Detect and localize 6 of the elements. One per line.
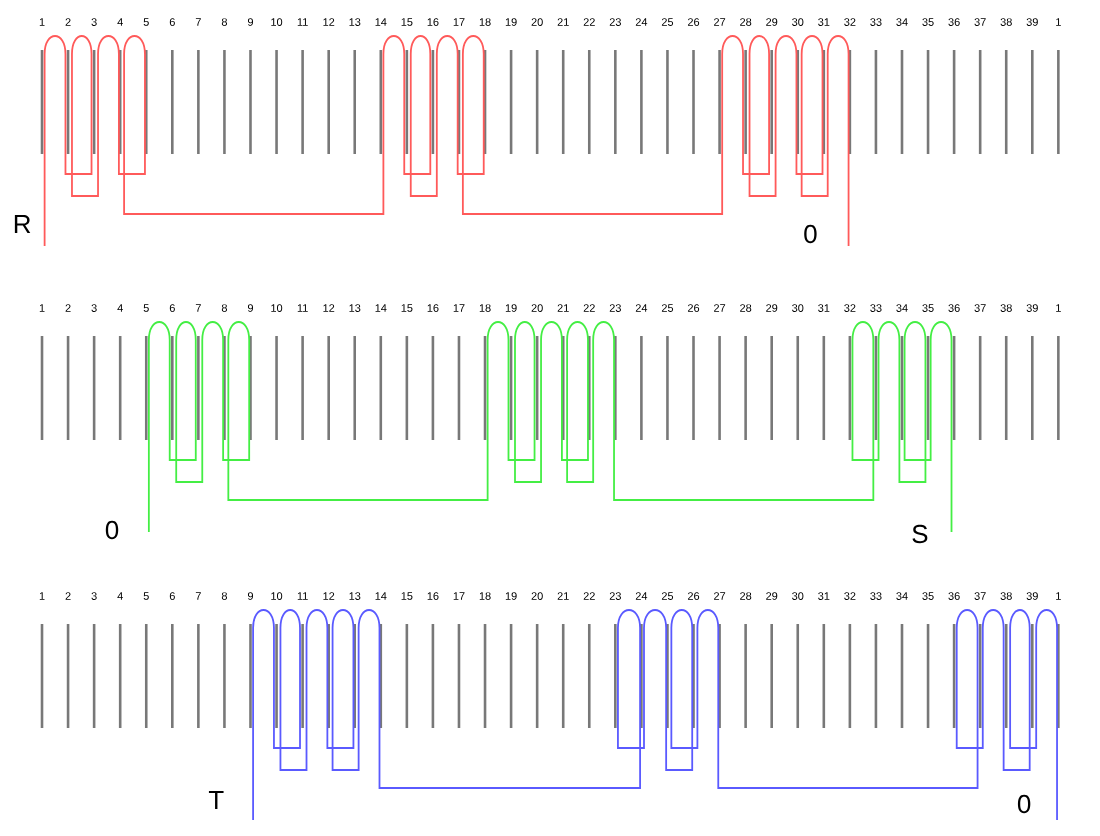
terminal-label: S (912, 524, 928, 544)
terminal-label: R (14, 215, 31, 233)
terminal-label: 0 (105, 520, 119, 540)
terminal-label: 0 (804, 224, 817, 244)
terminal-label: 0 (1017, 794, 1031, 814)
terminal-label: T (208, 791, 224, 809)
